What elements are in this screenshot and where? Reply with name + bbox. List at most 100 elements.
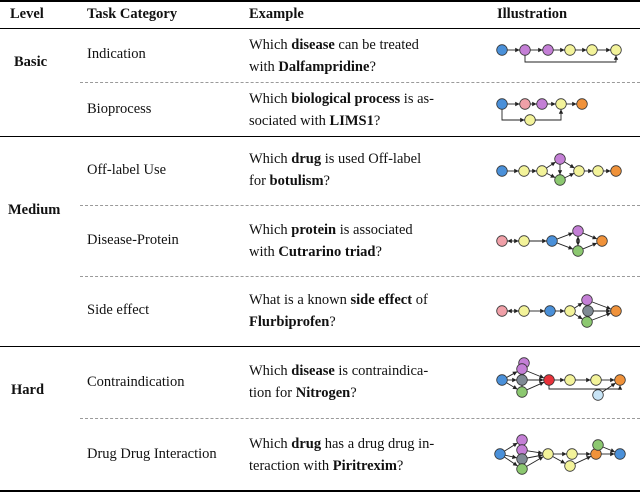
example-bioprocess: Which biological process is as- sociated… [249,91,435,129]
node-blue [496,44,508,56]
arrow-head [537,453,543,459]
node-yellow [524,114,536,126]
level-hard: Hard [11,382,45,398]
illustration-drug-drug-interaction [494,434,626,475]
node-lightblue [592,389,604,401]
arrow-head [577,302,583,308]
arrow-head [606,47,611,53]
node-blue [496,98,508,110]
node-blue [546,235,558,247]
level-medium: Medium [8,202,61,218]
node-purple [536,98,548,110]
arrow-head [532,101,537,107]
arrow-head [606,308,611,314]
arrow-head [550,173,556,178]
node-red [543,374,555,386]
arrow-head [537,450,543,455]
node-yellow [542,448,554,460]
illustration-side-effect [496,294,622,328]
arrow-head [540,308,545,314]
header-example: Example [249,6,304,22]
arrow-head [575,236,581,241]
arrow-head [568,245,574,250]
node-orange [610,305,622,317]
node-pink [496,305,508,317]
illustration-off-label-use [496,153,622,186]
arrow-head [514,308,519,314]
node-yellow [590,374,602,386]
category-indication: Indication [87,46,146,62]
node-yellow [564,305,576,317]
example-off-label-use: Which drug is used Off-label for botulis… [249,151,422,189]
arrow-head [606,168,611,174]
arrow-head [586,456,592,461]
arrow-head [582,47,587,53]
section-rule-basic-medium [0,136,640,137]
node-orange [610,165,622,177]
example-side-effect: What is a known side effect of Flurbipro… [249,292,428,330]
node-yellow [610,44,622,56]
top-rule [0,0,640,2]
category-bioprocess: Bioprocess [87,101,152,117]
arrow-head [557,170,563,175]
arrow-head [569,173,575,178]
arrow-head [586,377,591,383]
arrow-head [592,242,598,247]
arrow-head [532,168,537,174]
node-pink [519,98,531,110]
node-purple [516,363,528,375]
node-yellow [518,235,530,247]
arrow-head [610,451,615,457]
arrow-head [572,101,577,107]
arrow-head [610,448,616,453]
node-purple [519,44,531,56]
header-illustration: Illustration [497,6,568,22]
node-green [581,316,593,328]
header-rule [0,28,640,29]
category-off-label-use: Off-label Use [87,162,167,178]
category-contraindication: Contraindication [87,374,185,390]
arrow-head [512,377,517,383]
arrow-head [550,161,556,167]
node-yellow [518,165,530,177]
node-yellow [566,448,578,460]
arrow-head [613,55,619,60]
node-yellow [564,460,576,472]
header-level: Level [10,6,44,22]
arrow-head [520,117,525,123]
example-indication: Which disease can be treated with Dalfam… [249,37,419,75]
row-divider [80,82,640,83]
arrow-head [568,232,574,237]
example-disease-protein: Which protein is associated with Cutrari… [249,222,413,260]
edge [535,109,562,121]
node-blue [544,305,556,317]
node-yellow [555,98,567,110]
arrow-head [539,374,545,379]
arrow-head [610,377,615,383]
row-divider [80,276,640,277]
node-yellow [573,165,585,177]
node-gray [582,305,594,317]
node-orange [596,235,608,247]
node-yellow [564,374,576,386]
node-purple [554,153,566,165]
arrow-head [606,305,612,310]
arrow-head [560,47,565,53]
arrow-head [586,451,591,457]
arrow-head [512,371,518,376]
node-blue [496,165,508,177]
node-green [516,386,528,398]
category-side-effect: Side effect [87,302,150,318]
arrow-head [577,314,583,320]
arrow-head [539,377,544,383]
arrow-head [562,451,567,457]
section-rule-medium-hard [0,346,640,347]
category-disease-protein: Disease-Protein [87,232,179,248]
node-green [516,463,528,475]
example-contraindication: Which disease is contraindica- tion for … [249,363,429,401]
row-divider [80,205,640,206]
node-orange [614,374,626,386]
illustration-contraindication [496,357,626,401]
node-green [592,439,604,451]
